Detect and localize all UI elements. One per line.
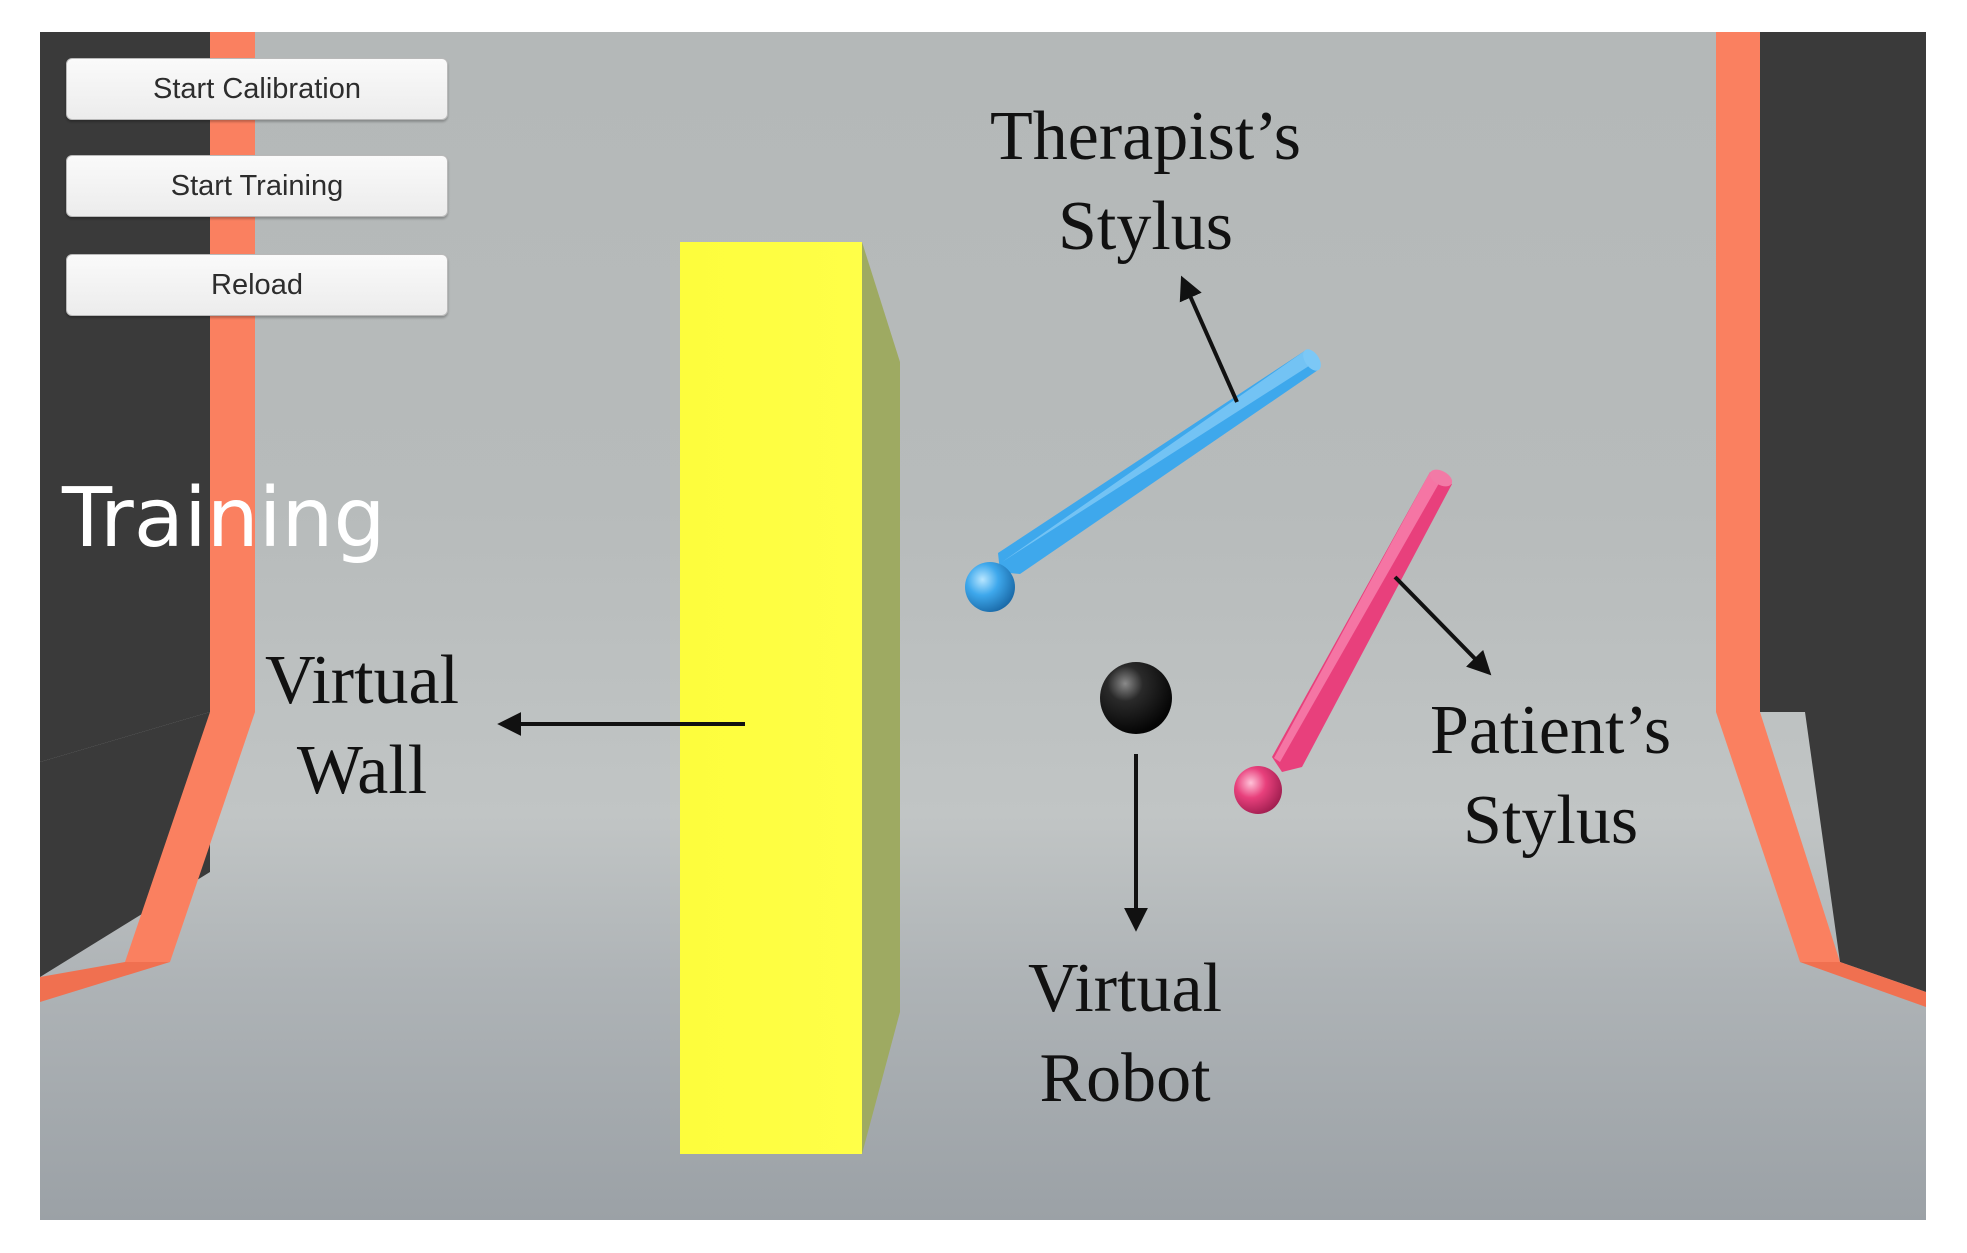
patient-stylus-arrow (1393, 575, 1492, 676)
virtual-wall-label-line2: Wall (296, 731, 428, 809)
virtual-wall-label: Virtual Wall (265, 636, 459, 815)
simulation-viewport: Start Calibration Start Training Reload … (40, 32, 1926, 1220)
patient-stylus-label-line2: Stylus (1463, 781, 1639, 859)
patient-stylus (1234, 469, 1453, 814)
virtual-wall-label-line1: Virtual (265, 642, 460, 719)
start-calibration-button[interactable]: Start Calibration (66, 58, 448, 120)
mode-label: Training (62, 471, 386, 566)
virtual-robot-label-line2: Robot (1039, 1039, 1211, 1117)
right-room-wall (1716, 32, 1926, 1007)
therapist-stylus (965, 349, 1321, 612)
therapist-stylus-arrow (1179, 275, 1239, 403)
therapist-stylus-label-line1: Therapist’s (990, 98, 1302, 175)
virtual-wall-object (680, 242, 900, 1154)
scene-3d (40, 32, 1926, 1154)
patient-stylus-label-line1: Patient’s (1430, 692, 1672, 769)
therapist-stylus-label: Therapist’s Stylus (990, 92, 1301, 271)
therapist-stylus-label-line2: Stylus (1057, 187, 1234, 265)
patient-stylus-label: Patient’s Stylus (1430, 686, 1671, 865)
virtual-robot-label-line1: Virtual (1028, 950, 1223, 1027)
reload-button[interactable]: Reload (66, 254, 448, 316)
virtual-robot-sphere (1100, 662, 1172, 734)
start-training-button[interactable]: Start Training (66, 155, 448, 217)
virtual-robot-label: Virtual Robot (1028, 944, 1222, 1123)
